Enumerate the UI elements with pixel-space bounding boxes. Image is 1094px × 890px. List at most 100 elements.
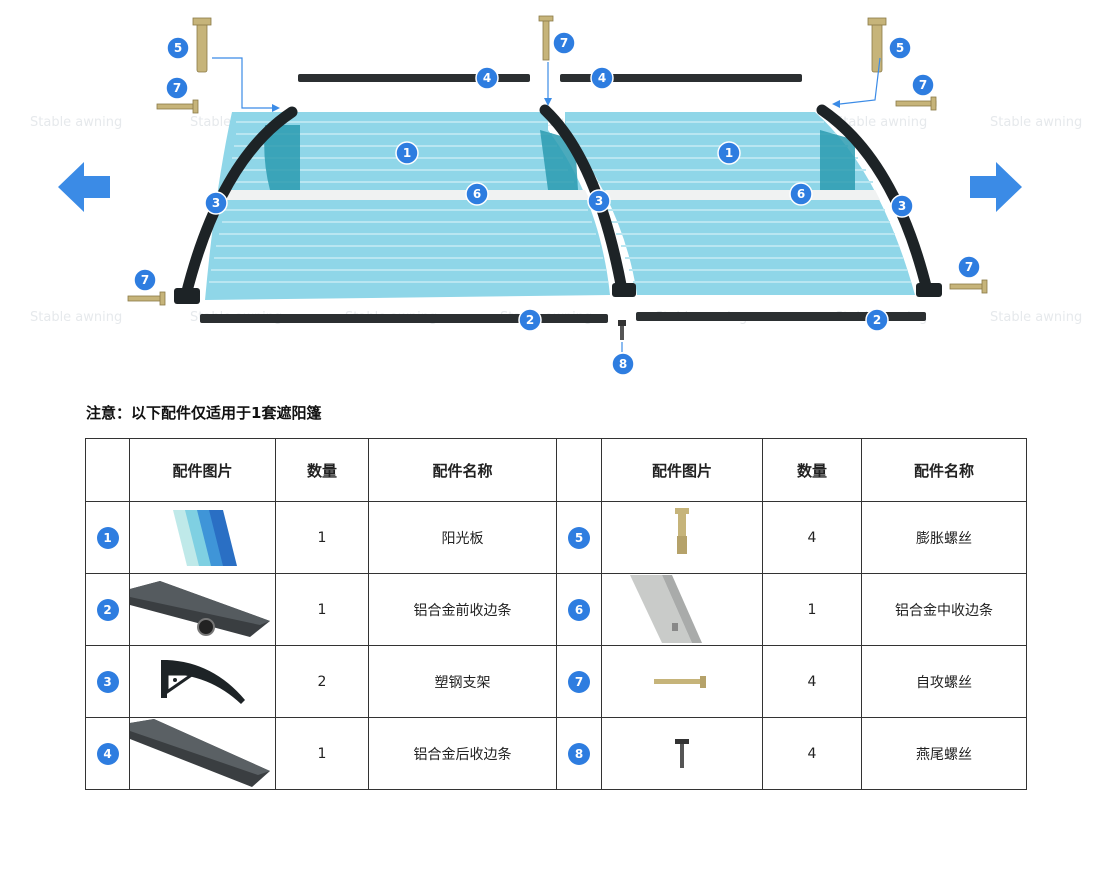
- svg-text:4: 4: [483, 71, 491, 85]
- callout-badge-7: 7: [165, 76, 189, 100]
- callout-badge-4: 4: [590, 66, 614, 90]
- badge: 1: [96, 526, 119, 549]
- part-image-cell: [601, 645, 763, 718]
- svg-text:1: 1: [403, 146, 411, 160]
- table-row: 3 2 塑钢支架 7 4 自攻螺丝: [85, 645, 1027, 718]
- name-cell: 自攻螺丝: [861, 645, 1027, 718]
- part-image-cell: [601, 717, 763, 790]
- table-row: 4 1 铝合金后收边条 8 4 燕尾螺丝: [85, 717, 1027, 790]
- row-index: 8: [556, 717, 602, 790]
- header-qty: 数量: [275, 438, 369, 502]
- diagram-screws: [127, 15, 988, 306]
- name-cell: 塑钢支架: [368, 645, 557, 718]
- qty-cell: 1: [275, 717, 369, 790]
- callout-badge-1: 1: [395, 141, 419, 165]
- front-trim-profile-icon: [130, 580, 270, 637]
- self-tapping-screw-icon: [654, 675, 706, 688]
- front-trim-right: [636, 312, 926, 321]
- svg-text:3: 3: [212, 196, 220, 210]
- badge: 5: [568, 526, 590, 549]
- header-qty: 数量: [762, 438, 862, 502]
- note-text: 注意：以下配件仅适用于1套遮阳篷: [86, 404, 322, 422]
- badge: 2: [96, 598, 119, 621]
- rear-trim-left: [298, 74, 530, 82]
- svg-text:7: 7: [560, 36, 568, 50]
- header-image: 配件图片: [129, 438, 276, 502]
- callout-badge-7: 7: [552, 31, 576, 55]
- name-cell: 燕尾螺丝: [861, 717, 1027, 790]
- callout-badge-1: 1: [717, 141, 741, 165]
- svg-text:6: 6: [473, 187, 481, 201]
- table-row: 1 1 阳光板 5 4 膨胀螺丝: [85, 501, 1027, 574]
- table-header-row: 配件图片 数量 配件名称 配件图片 数量 配件名称: [85, 438, 1027, 502]
- watermark-text: Stable awning: [30, 310, 122, 325]
- row-index: 2: [85, 573, 130, 646]
- polycarbonate-sheet-icon: [172, 509, 237, 566]
- leader-lines: [212, 57, 881, 352]
- callout-badge-5: 5: [888, 36, 912, 60]
- arrow-left-icon: [58, 162, 110, 212]
- qty-cell: 4: [762, 501, 862, 574]
- qty-cell: 1: [275, 501, 369, 574]
- svg-text:6: 6: [797, 187, 805, 201]
- header-blank: [556, 438, 602, 502]
- middle-trim-strip: [222, 190, 880, 200]
- part-image-cell: [129, 645, 276, 718]
- svg-text:3: 3: [898, 199, 906, 213]
- callout-badge-8: 8: [611, 352, 635, 376]
- callout-badge-5: 5: [166, 36, 190, 60]
- qty-cell: 4: [762, 645, 862, 718]
- qty-cell: 2: [275, 645, 369, 718]
- callout-badge-4: 4: [475, 66, 499, 90]
- front-trim-left: [200, 314, 608, 323]
- badge: 7: [568, 670, 590, 693]
- row-index: 7: [556, 645, 602, 718]
- badge: 4: [96, 742, 119, 765]
- row-index: 5: [556, 501, 602, 574]
- watermark-text: Stable awning: [835, 115, 927, 130]
- header-blank: [85, 438, 130, 502]
- row-index: 6: [556, 573, 602, 646]
- table-row: 2 1 铝合金前收边条 6 1 铝合金中收边条: [85, 573, 1027, 646]
- name-cell: 膨胀螺丝: [861, 501, 1027, 574]
- svg-text:1: 1: [725, 146, 733, 160]
- rear-trim-right: [560, 74, 802, 82]
- row-index: 3: [85, 645, 130, 718]
- badge: 8: [568, 742, 590, 765]
- arrow-right-icon: [970, 162, 1022, 212]
- svg-text:2: 2: [526, 313, 534, 327]
- svg-text:8: 8: [619, 357, 627, 371]
- name-cell: 铝合金前收边条: [368, 573, 557, 646]
- name-cell: 铝合金后收边条: [368, 717, 557, 790]
- badge: 6: [568, 598, 590, 621]
- part-image-cell: [129, 501, 276, 574]
- watermark-text: Stable awning: [990, 115, 1082, 130]
- callout-badge-7: 7: [911, 73, 935, 97]
- dovetail-screw-icon: [675, 738, 689, 768]
- callout-badge-3: 3: [890, 194, 914, 218]
- part-image-cell: [129, 573, 276, 646]
- qty-cell: 1: [762, 573, 862, 646]
- svg-text:5: 5: [174, 41, 182, 55]
- svg-text:5: 5: [896, 41, 904, 55]
- callout-badge-6: 6: [789, 182, 813, 206]
- svg-text:2: 2: [873, 313, 881, 327]
- frame-arms: [180, 104, 933, 301]
- header-name: 配件名称: [861, 438, 1027, 502]
- part-image-cell: [601, 501, 763, 574]
- callout-badge-3: 3: [204, 191, 228, 215]
- svg-text:4: 4: [598, 71, 606, 85]
- badge: 3: [96, 670, 119, 693]
- svg-text:3: 3: [595, 194, 603, 208]
- row-index: 1: [85, 501, 130, 574]
- callout-badge-3: 3: [587, 189, 611, 213]
- qty-cell: 4: [762, 717, 862, 790]
- callout-badge-7: 7: [957, 255, 981, 279]
- svg-text:7: 7: [965, 260, 973, 274]
- header-image: 配件图片: [601, 438, 763, 502]
- row-index: 4: [85, 717, 130, 790]
- name-cell: 铝合金中收边条: [861, 573, 1027, 646]
- callout-badge-6: 6: [465, 182, 489, 206]
